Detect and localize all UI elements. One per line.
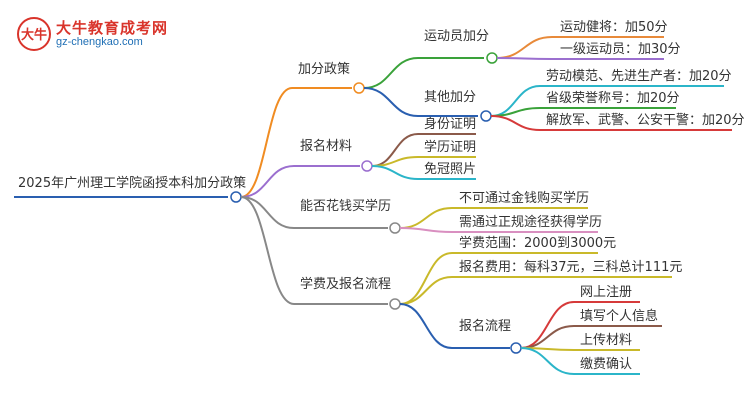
collapse-toggle-icon[interactable] — [230, 191, 242, 203]
connector-root-children-2-children-0 — [399, 207, 453, 229]
connector-root-children-0-children-0 — [363, 57, 419, 89]
node-label-root-children-0-children-1: 其他加分 — [424, 90, 477, 105]
node-label-root-children-3-children-2: 报名流程 — [459, 319, 512, 334]
connector-root-children-0 — [240, 87, 293, 198]
collapse-toggle-icon[interactable] — [510, 342, 522, 354]
collapse-toggle-icon[interactable] — [486, 52, 498, 64]
connector-root-children-1 — [240, 165, 295, 198]
connector-root-children-0-children-1-children-1 — [490, 107, 541, 117]
logo-title: 大牛教育成考网 — [56, 19, 169, 37]
collapse-toggle-icon[interactable] — [389, 222, 401, 234]
collapse-toggle-icon[interactable] — [480, 110, 492, 122]
node-label-root-children-3-children-2-children-3: 缴费确认 — [580, 357, 633, 372]
node-label-root-children-0-children-1-children-0: 劳动模范、先进生产者：加20分 — [546, 69, 732, 84]
node-label-root-children-1-children-1: 学历证明 — [424, 140, 477, 155]
node-label-root-children-3: 学费及报名流程 — [300, 277, 392, 292]
node-label-root-children-3-children-2-children-1: 填写个人信息 — [580, 309, 659, 324]
node-label-root-children-1-children-0: 身份证明 — [424, 117, 477, 132]
site-logo: 大牛 大牛教育成考网 gz-chengkao.com — [16, 16, 216, 52]
node-label-root-children-2-children-1: 需通过正规途径获得学历 — [459, 215, 603, 230]
logo-glyph: 大牛 — [21, 27, 47, 43]
logo-url: gz-chengkao.com — [56, 36, 143, 48]
node-label-root-children-0-children-1-children-1: 省级荣誉称号：加20分 — [546, 91, 680, 106]
node-label-root-children-3-children-2-children-2: 上传材料 — [580, 333, 633, 348]
node-label-root-children-3-children-0: 学费范围：2000到3000元 — [459, 236, 617, 251]
node-label-root-children-2-children-0: 不可通过金钱购买学历 — [459, 191, 590, 206]
node-label-root-children-3-children-2-children-0: 网上注册 — [580, 285, 633, 300]
connector-root-children-3-children-2-children-1 — [520, 325, 575, 349]
connector-root-children-3-children-2-children-3 — [520, 347, 575, 375]
connector-root-children-0-children-0-children-1 — [496, 57, 553, 60]
connector-root-children-1-children-2 — [371, 165, 419, 180]
node-label-root-children-1-children-2: 免冠照片 — [424, 162, 477, 177]
connector-root-children-3-children-2-children-0 — [520, 301, 575, 349]
node-label-root-children-0-children-0: 运动员加分 — [424, 29, 490, 44]
node-label-root-children-0: 加分政策 — [298, 62, 351, 77]
node-label-root-children-0-children-0-children-0: 运动健将：加50分 — [560, 20, 668, 35]
connector-root-children-0-children-0-children-0 — [496, 36, 553, 59]
connector-root-children-2-children-1 — [399, 227, 453, 233]
bull-logo-icon: 大牛 — [17, 17, 51, 51]
connector-root-children-3 — [240, 196, 295, 305]
connector-root-children-3-children-2 — [399, 303, 453, 349]
connector-root-children-1-children-1 — [371, 156, 419, 167]
connector-root-children-0-children-1-children-2 — [490, 115, 541, 131]
root-node-label: 2025年广州理工学院函授本科加分政策 — [18, 176, 247, 191]
node-label-root-children-3-children-1: 报名费用：每科37元，三科总计111元 — [459, 260, 683, 275]
connector-root-children-3-children-1 — [399, 276, 453, 305]
node-label-root-children-0-children-1-children-2: 解放军、武警、公安干警：加20分 — [546, 113, 745, 128]
connector-root-children-0-children-1 — [363, 87, 419, 117]
collapse-toggle-icon[interactable] — [353, 82, 365, 94]
node-label-root-children-2: 能否花钱买学历 — [300, 199, 392, 214]
node-label-root-children-1: 报名材料 — [300, 139, 353, 154]
collapse-toggle-icon[interactable] — [361, 160, 373, 172]
connector-root-children-2 — [240, 196, 295, 229]
node-label-root-children-0-children-0-children-1: 一级运动员：加30分 — [560, 42, 681, 57]
collapse-toggle-icon[interactable] — [389, 298, 401, 310]
